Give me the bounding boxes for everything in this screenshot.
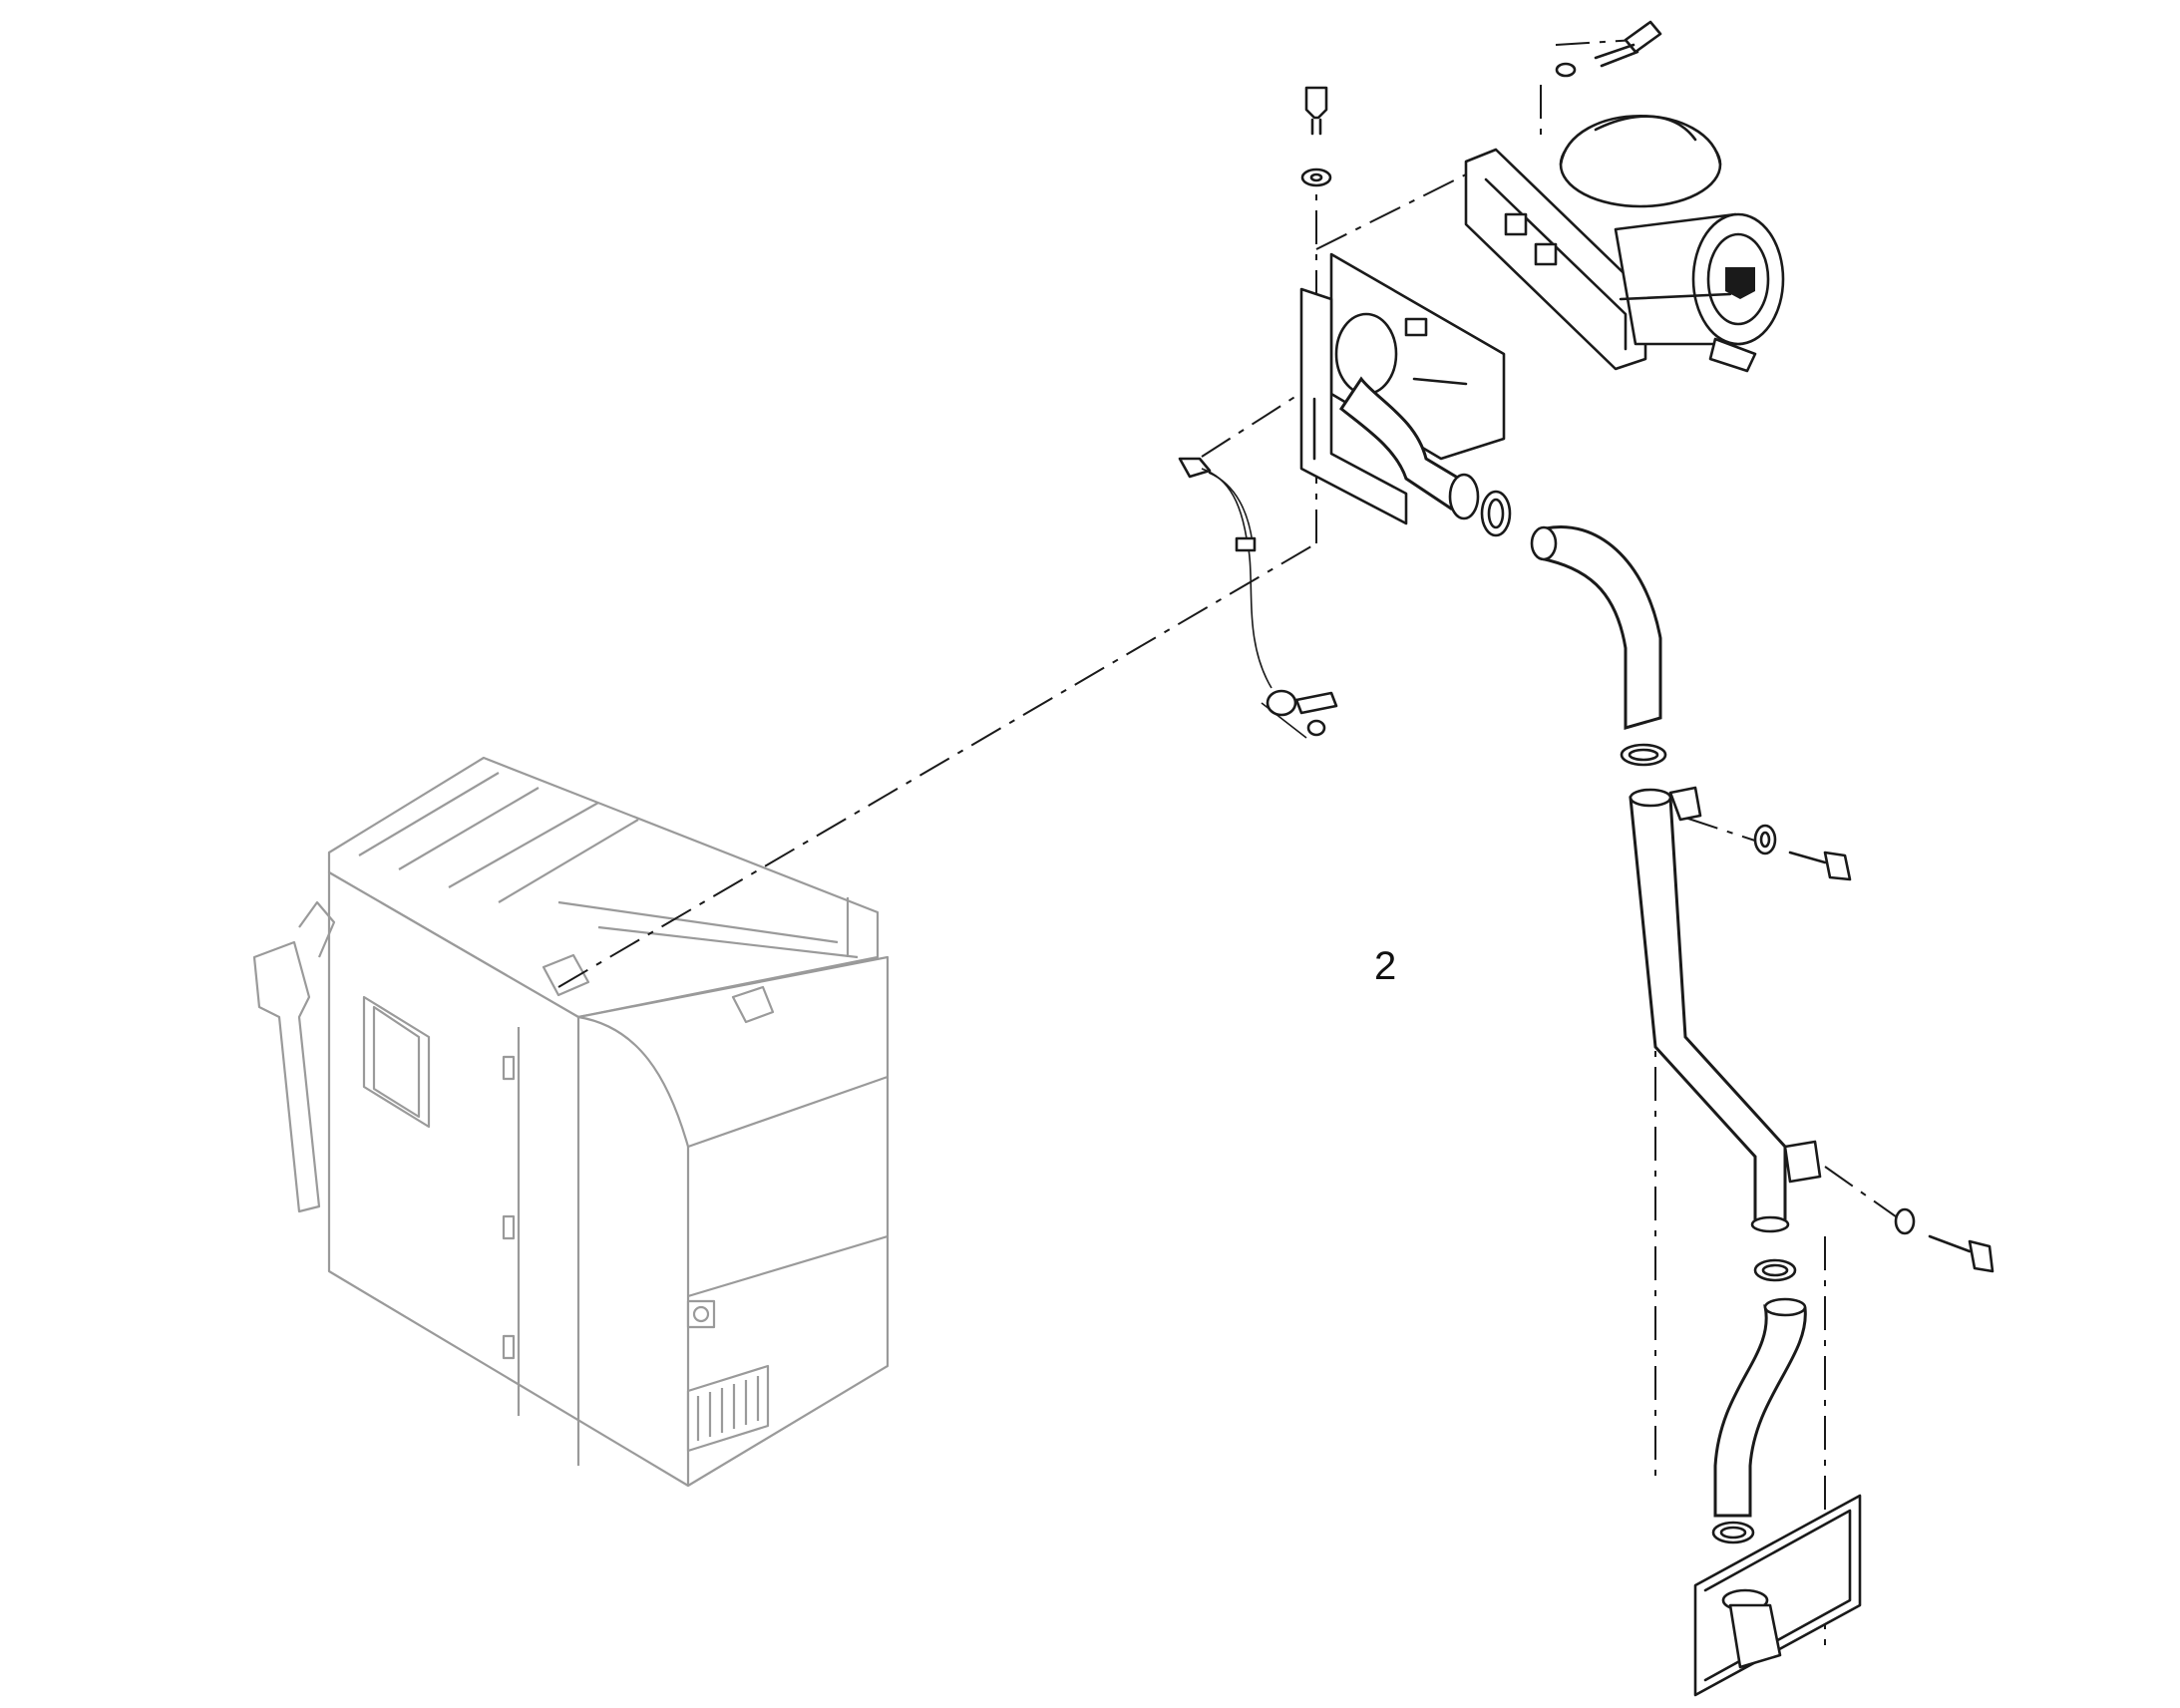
reference-number-label: 2 — [1374, 944, 1396, 988]
vent-grille — [686, 1364, 770, 1453]
wire-harness — [1178, 457, 1338, 739]
rigid-duct-pipe — [1629, 786, 1822, 1233]
cap-screw-top-right — [1555, 20, 1662, 78]
hose-clamp-4 — [1711, 1521, 1755, 1544]
hose-clamp-3 — [1753, 1258, 1797, 1282]
blower-unit — [1464, 115, 1785, 373]
hose-clamp-1 — [1480, 490, 1512, 537]
side-screw-lower — [1894, 1207, 1995, 1273]
elbow-duct-upper — [1338, 376, 1480, 520]
flex-duct-upper — [1530, 525, 1662, 730]
mounting-bolt-top — [1300, 86, 1332, 187]
flex-duct-lower — [1713, 1297, 1807, 1518]
operator-cab — [252, 756, 890, 1488]
hose-clamp-2 — [1620, 743, 1667, 767]
floor-outlet-plate — [1693, 1494, 1862, 1697]
side-screw-upper — [1753, 824, 1852, 881]
